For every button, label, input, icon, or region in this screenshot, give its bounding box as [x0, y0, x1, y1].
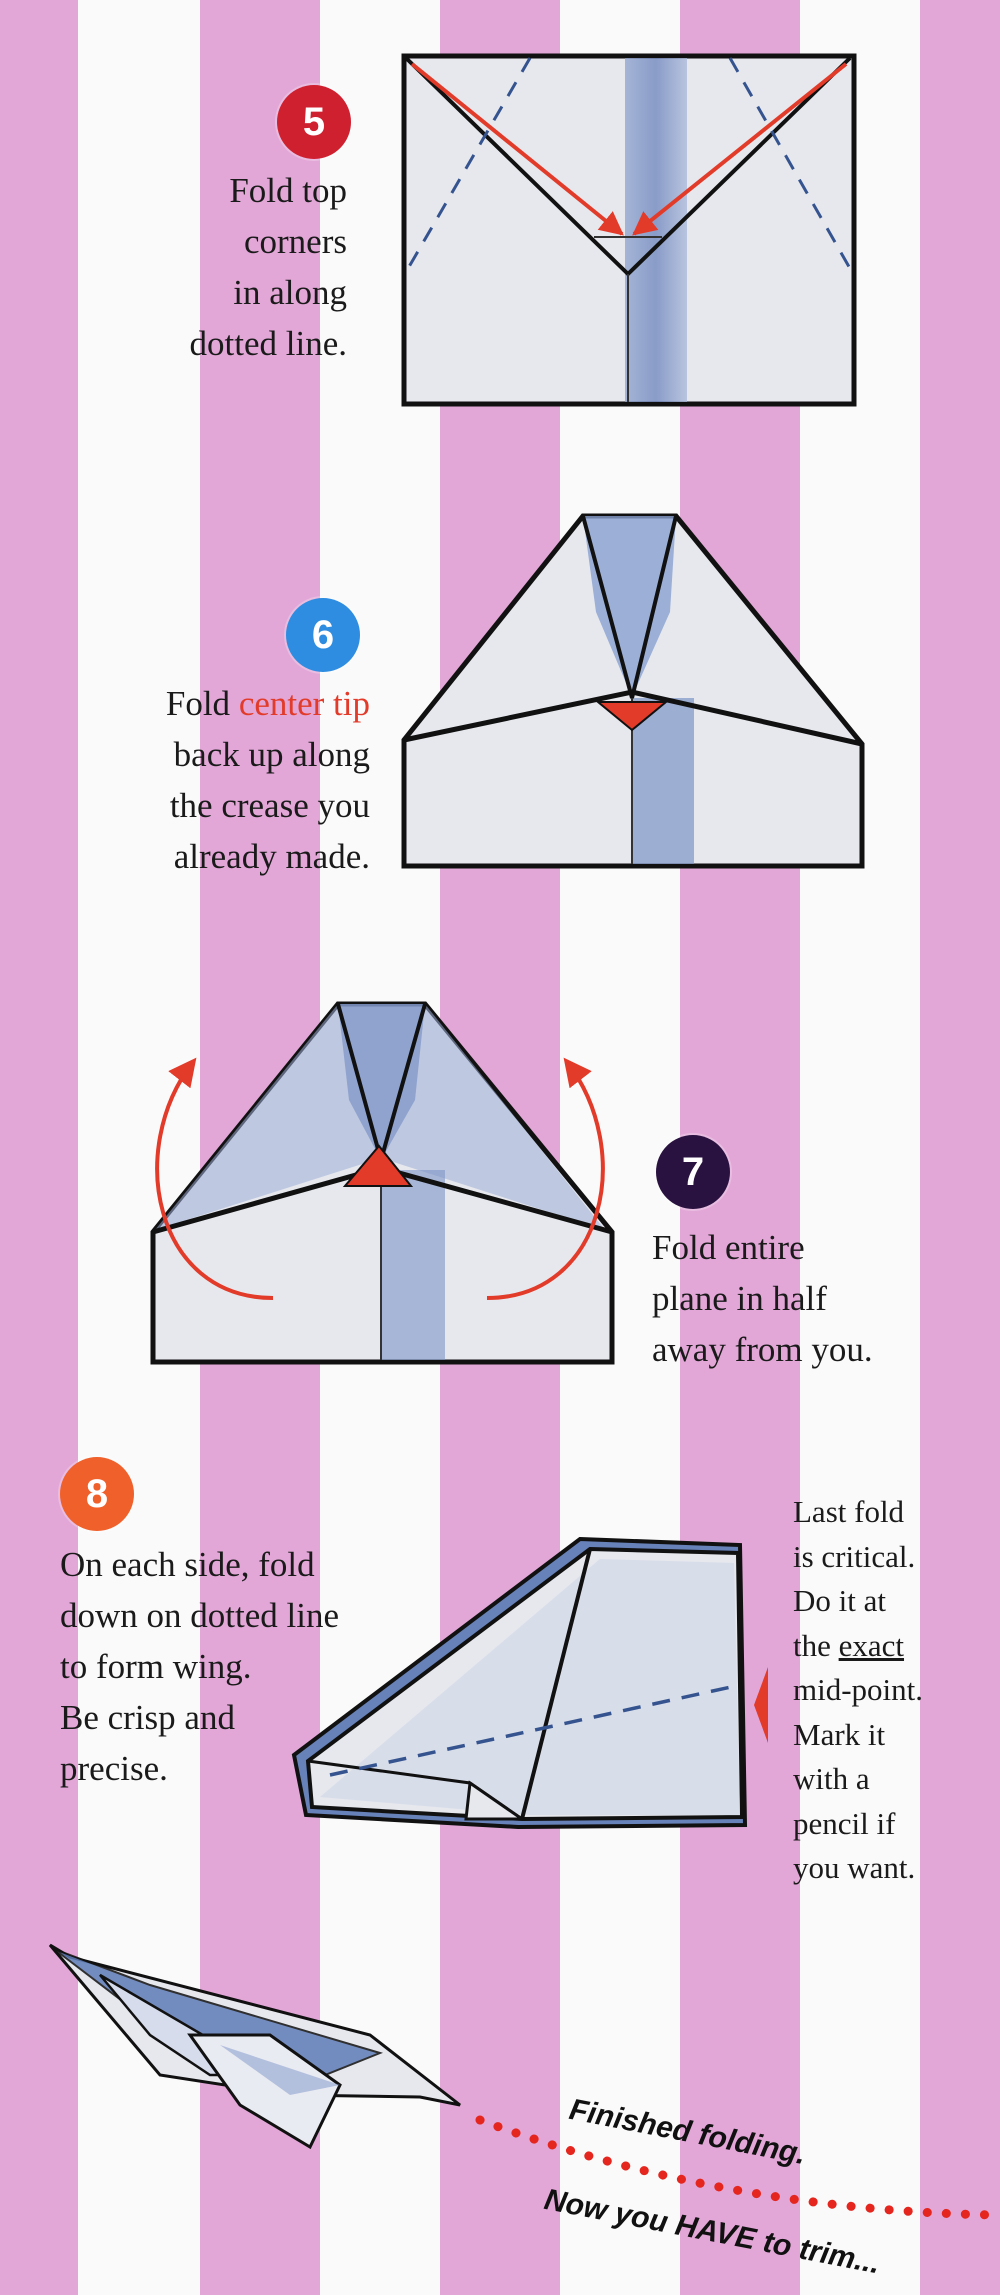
center-tip-highlight: center tip	[238, 684, 370, 723]
pink-stripe	[0, 0, 78, 2295]
step-7-line: away from you.	[652, 1330, 873, 1369]
step-7-text: Fold entire plane in half away from you.	[652, 1222, 873, 1375]
exact-word: exact	[838, 1627, 905, 1663]
step-8-number: 8	[85, 1471, 109, 1516]
step-8-line: down on dotted line	[60, 1596, 339, 1635]
step-8-line: to form wing.	[60, 1647, 252, 1686]
step-6-line-pre: Fold	[165, 684, 239, 723]
note-line: the exact	[793, 1624, 923, 1669]
step-5-line: Fold top	[229, 171, 347, 210]
step-6-line: the crease you	[169, 786, 370, 825]
note-line: is critical.	[793, 1538, 916, 1574]
note-line: Do it at	[793, 1583, 886, 1618]
note-line: you want.	[793, 1850, 916, 1885]
step-8-text: On each side, fold down on dotted line t…	[60, 1539, 339, 1794]
step-6-diagram	[401, 513, 865, 869]
midpoint-note: Last fold is critical. Do it at the exac…	[793, 1490, 923, 1891]
pink-stripe	[920, 0, 1000, 2295]
step-6-line: Fold center tip	[166, 678, 370, 729]
note-line: Last fold	[793, 1494, 905, 1529]
step-7-badge: 7	[656, 1135, 730, 1209]
step-5-line: corners	[243, 222, 347, 261]
note-line: Mark it	[793, 1716, 886, 1752]
step-6-number: 6	[311, 612, 335, 657]
step-8-line: precise.	[60, 1749, 168, 1788]
step-8-line: On each side, fold	[60, 1545, 315, 1584]
step-6-badge: 6	[286, 598, 360, 672]
finished-plane	[48, 1943, 461, 2150]
step-5-line: in along	[233, 273, 347, 312]
step-5-text: Fold top corners in along dotted line.	[190, 165, 347, 369]
note-line: mid-point.	[793, 1672, 924, 1707]
step-8-diagram	[291, 1536, 768, 1830]
step-7-number: 7	[681, 1149, 705, 1194]
note-line: with a	[793, 1761, 870, 1796]
step-6-line: back up along	[173, 735, 370, 774]
step-5-number: 5	[302, 99, 326, 144]
step-7-diagram	[150, 1001, 615, 1365]
step-8-badge: 8	[60, 1457, 134, 1531]
step-7-line: Fold entire	[652, 1228, 805, 1267]
step-5-line: dotted line.	[189, 324, 347, 363]
step-8-line: Be crisp and	[60, 1698, 235, 1737]
step-5-badge: 5	[277, 85, 351, 159]
step-6-text: Fold center tip back up along the crease…	[166, 678, 370, 882]
note-line: pencil if	[793, 1805, 896, 1841]
step-7-line: plane in half	[652, 1279, 827, 1318]
step-6-line: already made.	[173, 837, 370, 876]
note-the-word: the	[793, 1627, 839, 1663]
midpoint-marker	[754, 1667, 768, 1743]
step-5-diagram	[401, 53, 857, 407]
